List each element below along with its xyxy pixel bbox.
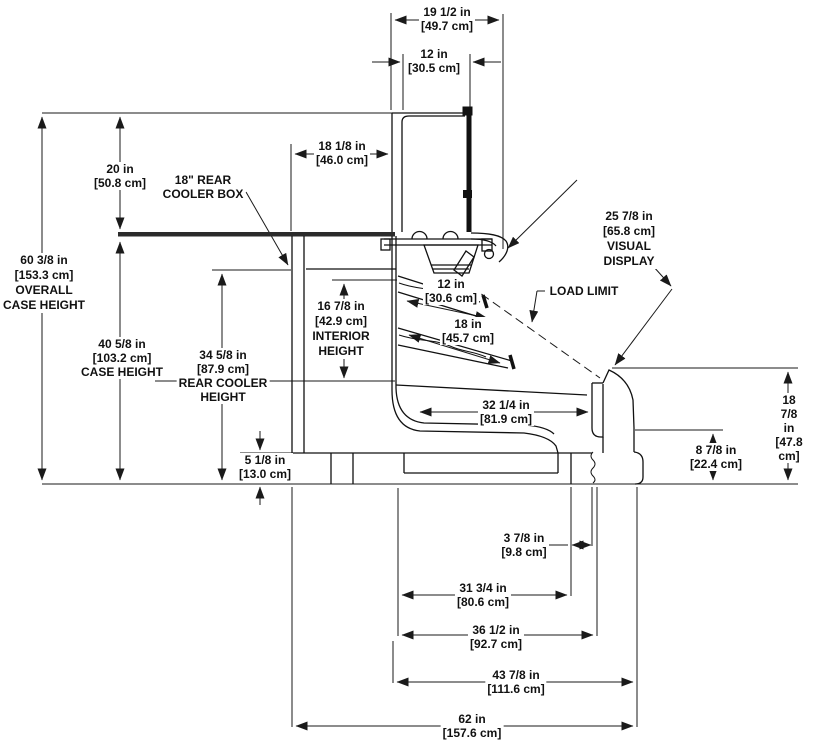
visual-display-arrow-lower (614, 288, 673, 366)
dim-label-18-shelf: 18 in [45.7 cm] (439, 317, 497, 345)
dim-label-8-7-8: 8 7/8 in [22.4 cm] (687, 443, 745, 471)
dim-label-12-top: 12 in [30.5 cm] (405, 47, 463, 75)
air-duct (423, 244, 479, 274)
dim-label-5-1-8: 5 1/8 in [13.0 cm] (236, 453, 294, 481)
dim-label-31-3-4: 31 3/4 in [80.6 cm] (454, 581, 512, 609)
dim-label-16-7-8: 16 7/8 in [42.9 cm] INTERIOR HEIGHT (310, 299, 372, 359)
label-load-limit: LOAD LIMIT (547, 284, 621, 298)
dim-label-36-1-2: 36 1/2 in [92.7 cm] (467, 623, 525, 651)
label-rear-cooler-box: 18" REAR COOLER BOX (160, 173, 246, 201)
rear-cooler-leader (245, 191, 289, 266)
dim-label-19-1-2: 19 1/2 in [49.7 cm] (418, 5, 476, 33)
tag-molding (453, 250, 475, 277)
dim-label-62: 62 in [157.6 cm] (440, 712, 504, 740)
dim-label-25-7-8: 25 7/8 in [65.8 cm] VISUAL DISPLAY (600, 209, 658, 269)
dim-label-32-1-4: 32 1/4 in [81.9 cm] (477, 398, 535, 426)
dim-label-3-7-8: 3 7/8 in [9.8 cm] (499, 531, 549, 559)
case-profile (118, 106, 644, 485)
extension-lines (42, 13, 798, 727)
dim-label-18-7-8: 18 7/8 in [47.8 cm] (773, 393, 805, 463)
dim-label-34-5-8: 34 5/8 in [87.9 cm] REAR COOLER HEIGHT (176, 348, 270, 404)
dim-label-18-1-8: 18 1/8 in [46.0 cm] (313, 139, 371, 167)
glass-door-edge (466, 113, 472, 232)
load-limit-dashed-line (469, 285, 601, 379)
dim-label-20: 20 in [50.8 cm] (91, 162, 149, 190)
dim-label-43-7-8: 43 7/8 in [111.6 cm] (485, 668, 547, 696)
fan-scroll (442, 230, 459, 240)
fan-scroll (411, 230, 428, 240)
counter-top (118, 232, 395, 237)
dim-label-12-shelf: 12 in [30.6 cm] (422, 277, 480, 305)
dim-label-40-5-8: 40 5/8 in [103.2 cm] CASE HEIGHT (78, 337, 166, 379)
bumper-cap-wave (590, 451, 596, 484)
lamp-circle (483, 248, 495, 260)
load-limit-leader (529, 290, 539, 323)
dim-label-60-3-8: 60 3/8 in [153.3 cm] OVERALL CASE HEIGHT (0, 253, 88, 313)
visual-display-arrow-upper (507, 179, 578, 249)
